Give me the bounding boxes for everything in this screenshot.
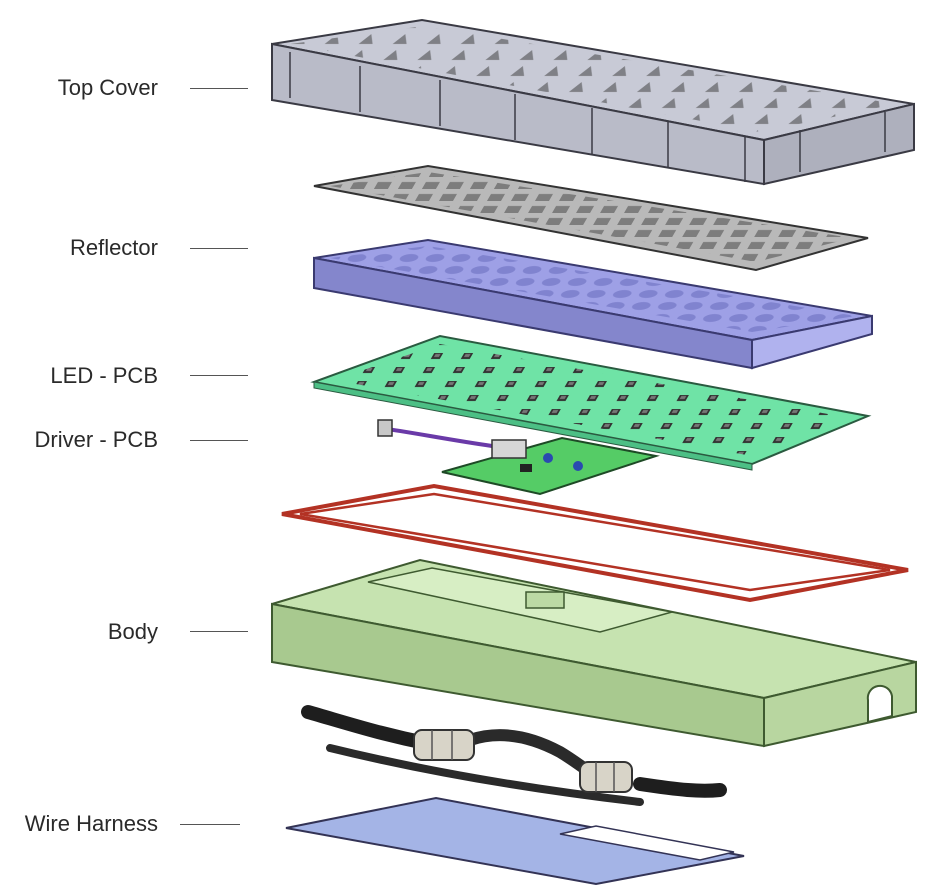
driver-pcb-ic	[520, 464, 532, 472]
leader-line-body	[190, 631, 248, 632]
driver-pcb-part	[377, 419, 660, 496]
driver-pcb-ribbon-connector	[377, 419, 393, 437]
driver-pcb-capacitor	[573, 461, 583, 471]
leader-line-top-cover	[190, 88, 248, 89]
label-reflector: Reflector	[69, 235, 158, 260]
label-body: Body	[107, 619, 158, 644]
reflector-end-face	[751, 314, 873, 370]
top-cover-standoffs	[289, 52, 886, 182]
reflector-part	[313, 238, 873, 370]
driver-pcb-connector-block	[491, 439, 527, 459]
body-part	[271, 558, 917, 748]
wire-harness-connector-left	[413, 729, 475, 761]
top-cover-end-wall	[763, 102, 915, 186]
driver-pcb-inductor	[543, 453, 553, 463]
led-pcb-led-grid	[334, 344, 850, 456]
wire-harness-cable-right	[633, 777, 727, 798]
label-top-cover: Top Cover	[57, 75, 158, 100]
top-cover-part	[271, 18, 915, 186]
reflector-cup-grid	[330, 246, 856, 332]
label-wire-harness: Wire Harness	[24, 811, 158, 836]
label-driver-pcb: Driver - PCB	[34, 427, 158, 452]
body-end-wall	[763, 660, 917, 748]
base-plate	[285, 796, 745, 886]
label-led-pcb: LED - PCB	[50, 363, 158, 388]
base-plate-slot	[559, 825, 735, 861]
diffuser-hole-grid	[330, 172, 852, 262]
driver-pcb-ribbon-cable	[379, 426, 510, 448]
wire-harness-connector-right	[579, 761, 633, 793]
leader-line-reflector	[190, 248, 248, 249]
base-plate-part	[285, 796, 745, 886]
body-pocket	[367, 567, 673, 633]
gasket-inner-ring	[299, 492, 891, 592]
diffuser-grid-part	[313, 164, 869, 272]
leader-line-led-pcb	[190, 375, 248, 376]
body-driver-boss	[525, 591, 565, 609]
wire-harness-cable-loop	[326, 744, 644, 806]
wire-harness-cable-left	[301, 705, 437, 751]
leader-line-driver-pcb	[190, 440, 248, 441]
led-pcb-side	[313, 381, 753, 471]
top-cover-dome-grid	[290, 26, 896, 132]
wire-harness-part	[301, 705, 727, 806]
led-pcb-part	[310, 334, 872, 471]
leader-line-wire-harness	[180, 824, 240, 825]
body-cable-entry-notch	[866, 684, 893, 724]
gasket-part	[281, 483, 909, 603]
gasket-outer-ring	[281, 483, 909, 603]
